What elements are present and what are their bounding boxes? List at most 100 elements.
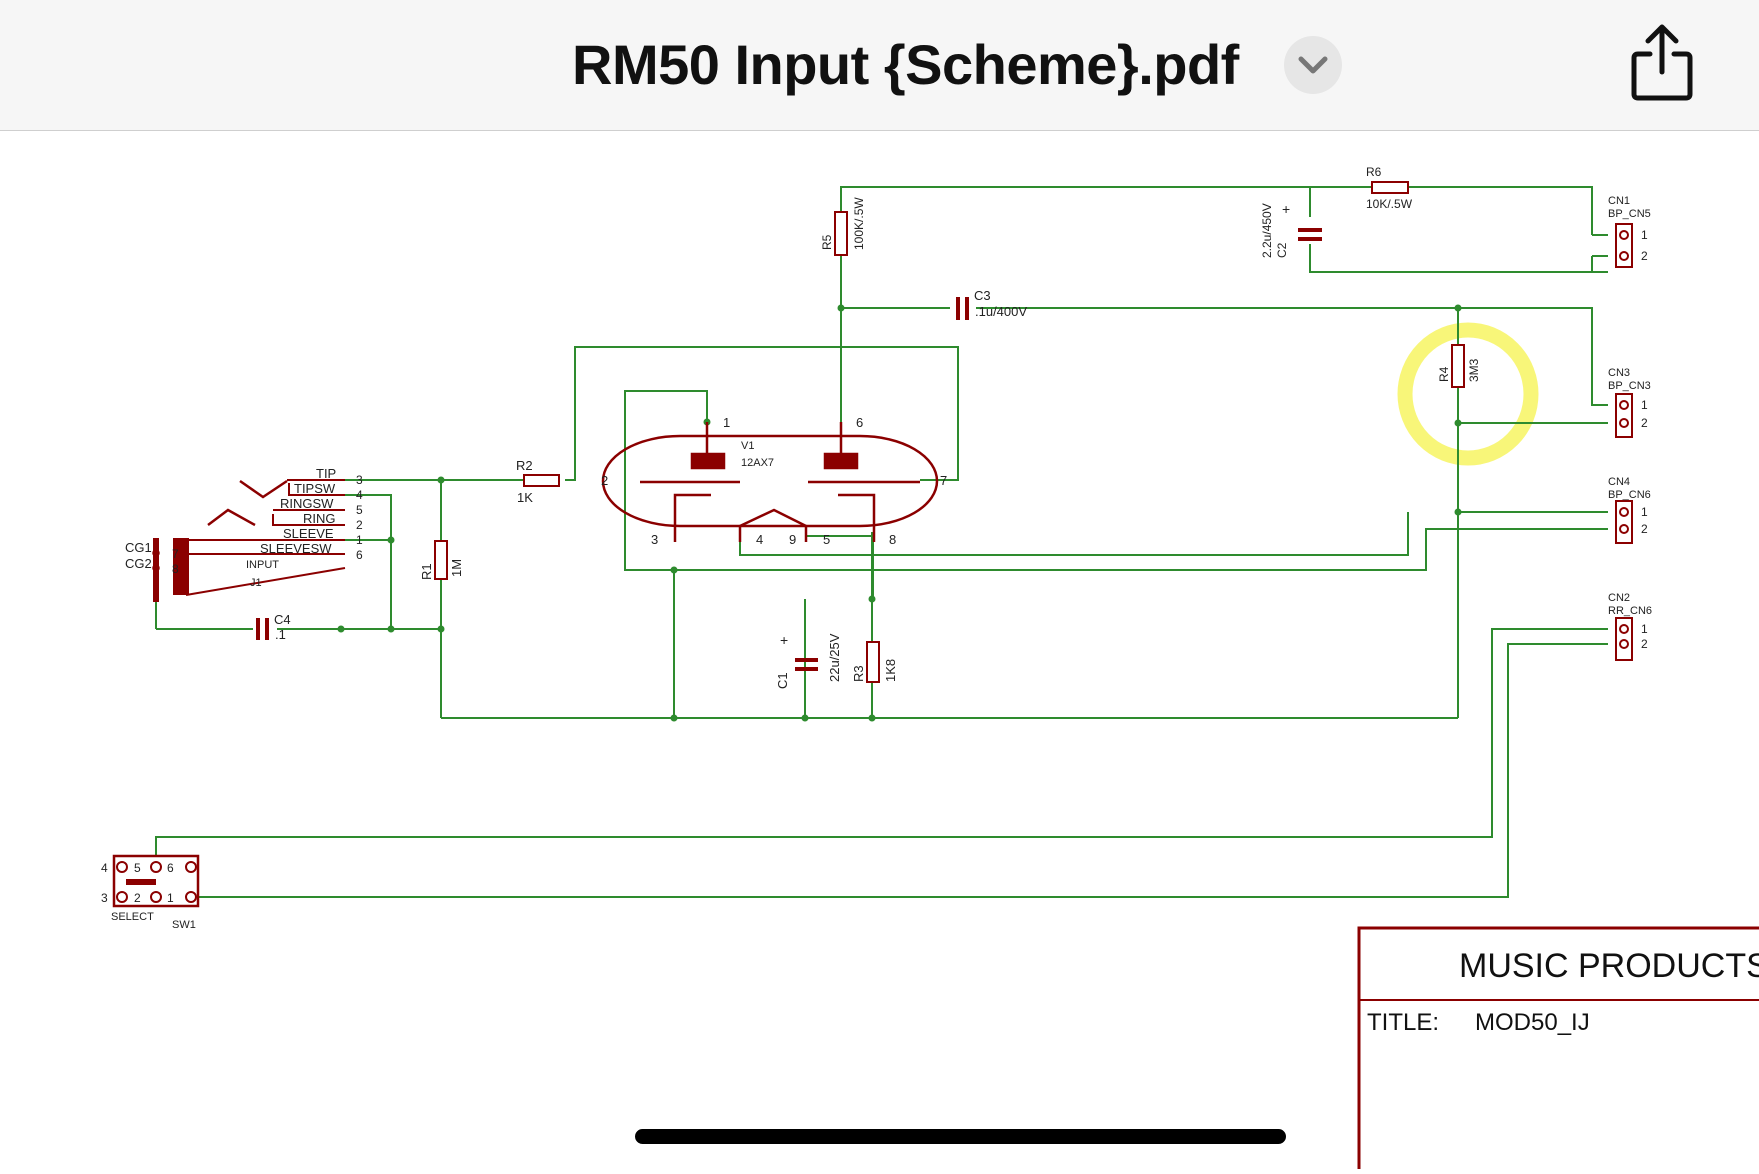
cn4-pin-2: 2: [1641, 522, 1648, 536]
c1-ref: C1: [775, 672, 790, 689]
connector-cn2[interactable]: [1615, 617, 1633, 661]
jack-ground-cg2: CG2: [125, 556, 152, 571]
c3-value: .1u/400V: [975, 304, 1027, 319]
connector-cn1[interactable]: [1615, 223, 1633, 268]
jack-pin-ringsw: RINGSW: [280, 496, 334, 511]
cn4-pin-1: 1: [1641, 505, 1648, 519]
tube-pin-5: 5: [823, 532, 830, 547]
jack-pin-tipsw: TIPSW: [294, 481, 336, 496]
c4-ref: C4: [274, 612, 291, 627]
c1-value: 22u/25V: [827, 633, 842, 682]
highlight-marker: [1397, 322, 1539, 466]
input-jack-j1[interactable]: [152, 479, 346, 602]
cn2-pin-2: 2: [1641, 637, 1648, 651]
tube-pin-7: 7: [940, 473, 947, 488]
document-header: RM50 Input {Scheme}.pdf: [0, 0, 1759, 131]
cn3-pin-1: 1: [1641, 398, 1648, 412]
tube-ref: V1: [741, 440, 754, 452]
resistor-r5[interactable]: [834, 211, 848, 256]
jack-name: INPUT: [246, 559, 279, 571]
schematic-page[interactable]: V1 12AX7 1 6 2 7 3 4 9 5 8 R5 100K/.5W R…: [0, 132, 1759, 1174]
r4-value: 3M3: [1467, 358, 1481, 382]
r2-ref: R2: [516, 458, 533, 473]
document-title[interactable]: RM50 Input {Scheme}.pdf: [572, 33, 1239, 96]
title-block: [1357, 926, 1759, 1174]
cn1-ref: CN1: [1608, 195, 1630, 207]
tube-pin-9: 9: [789, 532, 796, 547]
cn1-type: BP_CN5: [1608, 208, 1651, 220]
jack-pin-sleevesw: SLEEVESW: [260, 541, 332, 556]
resistor-r2[interactable]: [523, 474, 560, 487]
r6-value: 10K/.5W: [1366, 197, 1413, 211]
cn2-type: RR_CN6: [1608, 605, 1652, 617]
tube-pin-1: 1: [723, 415, 730, 430]
r1-ref: R1: [419, 563, 434, 580]
chevron-down-icon[interactable]: [1284, 36, 1342, 94]
sw-pin-6: 6: [167, 861, 174, 875]
resistor-r1[interactable]: [434, 540, 448, 580]
connector-cn3[interactable]: [1615, 393, 1633, 438]
r4-ref: R4: [1437, 366, 1451, 382]
sw-name: SELECT: [111, 911, 154, 923]
r3-ref: R3: [851, 665, 866, 682]
c3-ref: C3: [974, 288, 991, 303]
resistor-r6[interactable]: [1371, 181, 1409, 194]
title-block-label: TITLE:: [1367, 1009, 1439, 1036]
tube-value: 12AX7: [741, 457, 774, 469]
cn3-pin-2: 2: [1641, 416, 1648, 430]
sw-pin-2: 2: [134, 891, 141, 905]
tube-pin-2: 2: [601, 473, 608, 488]
r2-value: 1K: [517, 490, 533, 505]
capacitor-c2[interactable]: [1298, 228, 1322, 241]
capacitor-c1[interactable]: [795, 658, 818, 671]
jack-ground-pin-7: 7: [172, 547, 179, 561]
cn2-pin-1: 1: [1641, 622, 1648, 636]
capacitor-c4[interactable]: [256, 618, 269, 640]
share-icon[interactable]: [1628, 20, 1696, 104]
jack-pin-num-3: 3: [356, 473, 363, 487]
cn4-type: BP_CN6: [1608, 489, 1651, 501]
jack-pin-num-2: 2: [356, 518, 363, 532]
tube-pin-3: 3: [651, 532, 658, 547]
jack-pin-num-1: 1: [356, 533, 363, 547]
c2-value: 2.2u/450V: [1260, 203, 1274, 258]
jack-ground-pin-8: 8: [172, 562, 179, 576]
r5-value: 100K/.5W: [852, 197, 866, 250]
r3-value: 1K8: [883, 659, 898, 682]
capacitor-c3[interactable]: [956, 297, 969, 320]
sw-pin-4: 4: [101, 861, 108, 875]
r5-ref: R5: [820, 234, 834, 250]
jack-pin-tip: TIP: [316, 466, 336, 481]
title-block-company: MUSIC PRODUCTS: [1459, 947, 1759, 985]
cn1-pin-2: 2: [1641, 249, 1648, 263]
jack-ground-cg1: CG1: [125, 540, 152, 555]
cn1-pin-1: 1: [1641, 228, 1648, 242]
switch-sw1[interactable]: [112, 854, 200, 908]
jack-pin-num-6: 6: [356, 548, 363, 562]
c1-polarity: +: [780, 632, 788, 648]
title-block-value: MOD50_IJ: [1475, 1009, 1590, 1036]
cn2-ref: CN2: [1608, 592, 1630, 604]
resistor-r4[interactable]: [1451, 344, 1465, 388]
r6-ref: R6: [1366, 165, 1382, 179]
cn3-ref: CN3: [1608, 367, 1630, 379]
home-indicator[interactable]: [635, 1129, 1286, 1144]
connector-cn4[interactable]: [1615, 500, 1633, 544]
r1-value: 1M: [449, 559, 464, 577]
jack-pin-ring: RING: [303, 511, 336, 526]
jack-ref: J1: [250, 577, 262, 589]
jack-pin-num-5: 5: [356, 503, 363, 517]
tube-v1[interactable]: [601, 422, 939, 542]
jack-pin-num-4: 4: [356, 488, 363, 502]
jack-pin-sleeve: SLEEVE: [283, 526, 334, 541]
tube-pin-8: 8: [889, 532, 896, 547]
tube-pin-4: 4: [756, 532, 763, 547]
c4-value: .1: [275, 627, 286, 642]
junction-dots: [337, 304, 1462, 722]
wires: [155, 186, 1608, 898]
resistor-r3[interactable]: [866, 641, 880, 683]
c2-polarity: +: [1282, 201, 1290, 217]
tube-pin-6: 6: [856, 415, 863, 430]
sw-pin-1: 1: [167, 891, 174, 905]
sw-pin-5: 5: [134, 861, 141, 875]
